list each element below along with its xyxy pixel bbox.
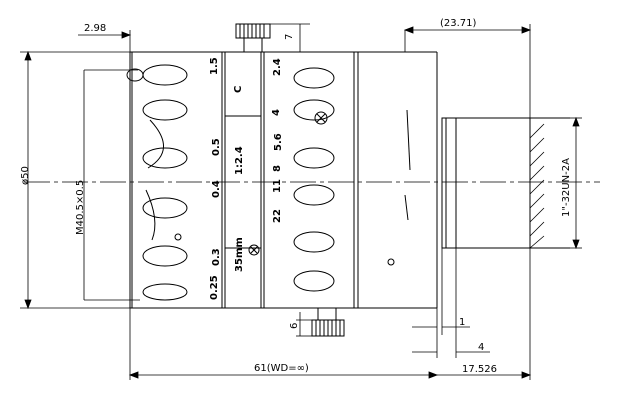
top-lock-screw: [235, 23, 271, 53]
dim-key-height: 7: [284, 34, 295, 40]
dim-flange-offset: 2.98: [84, 23, 106, 34]
bottom-lock-screw: [311, 307, 345, 337]
dim-flange-distance: 17.526: [462, 364, 497, 375]
dim-mount-length: 4: [478, 342, 484, 353]
focal-length: 35mm: [234, 237, 245, 272]
focus-mark-1-5: 1.5: [209, 57, 220, 75]
focus-mark-0-3: 0.3: [211, 248, 222, 266]
f-stop-22: 22: [272, 209, 283, 223]
dim-body-length: 61(WD=∞): [254, 363, 309, 374]
f-stop-4: 4: [271, 109, 282, 116]
focus-scale-label: C: [233, 86, 244, 93]
dim-screw-height: 6: [289, 323, 300, 329]
lens-body: [129, 51, 438, 309]
dimension-lines: [20, 23, 582, 380]
dim-mount-thread: 1"-32UN-2A: [561, 158, 572, 217]
focus-mark-0-25: 0.25: [209, 275, 220, 300]
f-stop-8: 8: [272, 165, 283, 172]
f-stop-2-4: 2.4: [272, 58, 283, 76]
f-stop-5-6: 5.6: [273, 133, 284, 151]
dim-flange-step: 1: [459, 317, 465, 328]
aperture-ratio: 1:2.4: [234, 146, 245, 175]
focus-mark-0-5: 0.5: [211, 138, 222, 156]
dim-total-depth-ref: (23.71): [440, 18, 477, 29]
focus-mark-0-4: 0.4: [211, 180, 222, 198]
dim-filter-thread: M40.5×0.5: [75, 180, 86, 235]
focus-ring-knurl: [126, 64, 188, 301]
dim-outer-diameter: ø50: [20, 166, 31, 185]
f-stop-11: 11: [272, 179, 283, 193]
c-mount: [441, 117, 570, 249]
aperture-ring-knurl: [248, 67, 411, 292]
